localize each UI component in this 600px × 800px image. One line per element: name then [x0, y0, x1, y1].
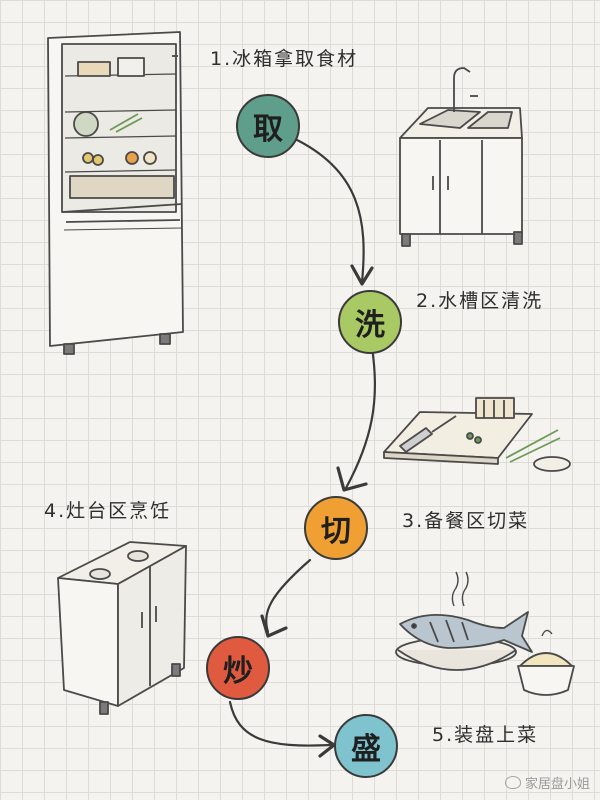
step-label-5: 5.装盘上菜 [432, 724, 539, 746]
step-label-1: 1.冰箱拿取食材 [210, 48, 359, 70]
weibo-icon [504, 776, 521, 789]
step-circle-cut: 切 [304, 496, 368, 560]
step-circle-wash: 洗 [338, 290, 402, 354]
step-char-fry: 炒 [223, 654, 253, 689]
flow-arrowheads [260, 264, 374, 758]
sink-icon [399, 67, 523, 247]
rice-bowl-icon [517, 629, 575, 696]
refrigerator-icon [47, 31, 184, 355]
watermark-text: 家居盘小姐 [524, 777, 590, 792]
step-label-3: 3.备餐区切菜 [402, 510, 530, 532]
step-label-2: 2.水槽区清洗 [416, 290, 544, 312]
fish-plate-icon [395, 571, 533, 671]
step-circle-fry: 炒 [206, 636, 270, 700]
step-char-cut: 切 [321, 514, 351, 549]
step-char-serve: 盛 [351, 732, 381, 767]
step-char-take: 取 [253, 112, 283, 147]
step-label-4: 4.灶台区烹饪 [44, 500, 172, 522]
stove-icon [57, 541, 187, 715]
flow-path [228, 136, 377, 747]
watermark: 家居盘小姐 [504, 773, 590, 792]
cutting-board-icon [383, 397, 571, 472]
step-circle-take: 取 [236, 94, 300, 158]
step-circle-serve: 盛 [334, 714, 398, 778]
step-char-wash: 洗 [355, 308, 385, 343]
